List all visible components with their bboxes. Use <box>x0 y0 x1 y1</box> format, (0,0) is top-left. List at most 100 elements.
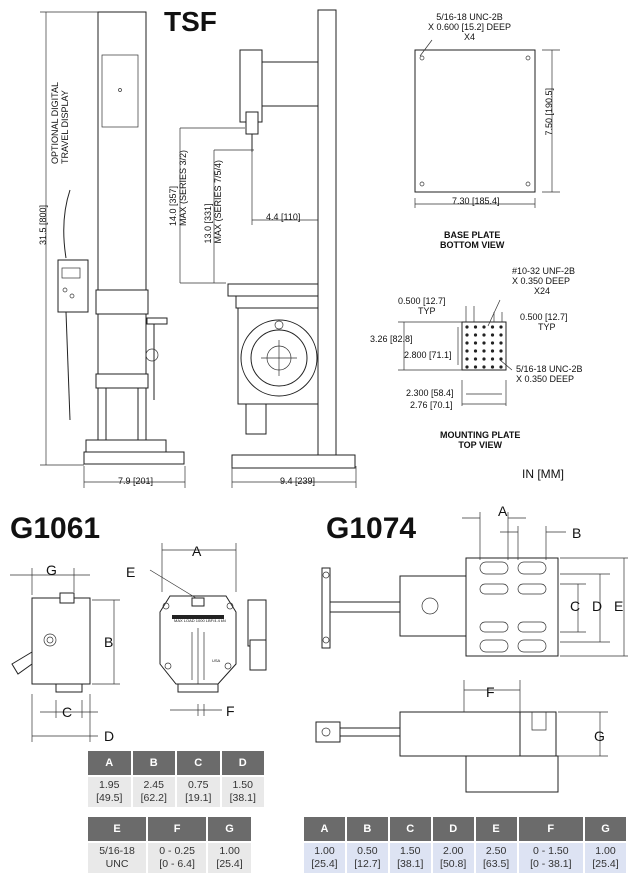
mounting-hole <box>490 325 495 329</box>
g1074-t-cell-f: 0 - 1.50[0 - 38.1] <box>518 843 584 873</box>
mounting-hole <box>499 349 503 353</box>
g1074-t-cell-a: 1.00[25.4] <box>304 843 345 873</box>
g1061-t2-header-g: G <box>208 817 251 841</box>
g1061-t1-cell-b: 2.45[62.2] <box>132 777 175 807</box>
g1074-t-header-f: F <box>518 817 584 841</box>
mounting-hole <box>499 365 503 369</box>
g1074-t-header-c: C <box>389 817 431 841</box>
max-357-dimension: 14.0 [357]MAX (SERIES 3/2) <box>168 150 188 227</box>
mounting-hole <box>465 349 469 353</box>
g1061-t2-header-f: F <box>148 817 207 841</box>
g1061-t1-header-d: D <box>221 751 264 775</box>
g1074-t-cell-b: 0.50[12.7] <box>346 843 388 873</box>
g1061-letter-a: A <box>192 543 202 559</box>
throat-dimension: 4.4 [110] <box>266 212 301 222</box>
mounting-thread-bottom: 5/16-18 UNC-2B X 0.350 DEEP <box>516 364 583 384</box>
mounting-hole <box>473 325 478 329</box>
g1074-t-header-e: E <box>475 817 517 841</box>
mounting-hole <box>465 365 469 369</box>
g1061-letter-e: E <box>126 564 136 580</box>
g1061-t1-cell-d: 1.50[38.1] <box>221 777 264 807</box>
units-label: IN [MM] <box>522 467 564 481</box>
g1061-t1-cell-a: 1.95[49.5] <box>88 777 131 807</box>
g1074-letter-b: B <box>572 525 582 541</box>
g1074-letter-e: E <box>614 598 624 614</box>
g1061-t2-cell-f: 0 - 0.25[0 - 6.4] <box>148 843 207 873</box>
mounting-thread-top: #10-32 UNF-2B X 0.350 DEEP X24 <box>512 266 576 296</box>
mounting-hole <box>490 365 495 369</box>
g1074-t-header-a: A <box>304 817 345 841</box>
tsf-title: TSF <box>164 6 217 37</box>
mounting-hole <box>473 365 478 369</box>
g1074-letter-c: C <box>570 598 581 614</box>
g1061-t2-cell-g: 1.00[25.4] <box>208 843 251 873</box>
g1074-t-header-g: G <box>585 817 626 841</box>
g1061-letter-f: F <box>226 703 235 719</box>
g1074-t-cell-d: 2.00[50.8] <box>432 843 474 873</box>
base-width-dimension: 7.9 [201] <box>118 476 154 486</box>
g1061-usa-text: USA <box>212 658 221 663</box>
base-plate-thread-note: 5/16-18 UNC-2B X 0.600 [15.2] DEEP X4 <box>428 12 512 42</box>
g1074-top-view <box>321 512 628 657</box>
g1061-t1-header-c: C <box>177 751 220 775</box>
g1061-title: G1061 <box>10 512 101 545</box>
g1061-t1-header-a: A <box>88 751 131 775</box>
mounting-hole <box>490 333 495 337</box>
mounting-inner-height: 2.800 [71.1] <box>404 350 452 360</box>
g1061-t1-cell-c: 0.75[19.1] <box>177 777 220 807</box>
mounting-hole <box>473 341 478 345</box>
height-dimension: 31.5 [800] <box>38 205 48 246</box>
g1074-side-view <box>315 680 608 793</box>
mounting-hole <box>482 333 486 337</box>
g1074-t-cell-e: 2.50[63.5] <box>475 843 517 873</box>
mounting-plate-diagram <box>398 299 513 406</box>
mounting-hole <box>499 357 503 361</box>
g1074-t-cell-g: 1.00[25.4] <box>585 843 626 873</box>
mounting-hole <box>499 333 503 337</box>
g1061-side-view <box>10 568 120 742</box>
tsf-side-view <box>179 9 357 488</box>
g1074-t-header-d: D <box>432 817 474 841</box>
mounting-outer-height: 3.26 [82.8] <box>370 334 413 344</box>
mounting-hole <box>499 341 503 345</box>
mounting-hole <box>482 341 486 345</box>
mounting-hole <box>473 349 478 353</box>
mounting-hole <box>499 325 503 329</box>
mounting-hole <box>465 341 469 345</box>
mounting-hole <box>482 325 486 329</box>
mounting-plate-caption: MOUNTING PLATE TOP VIEW <box>440 430 521 450</box>
mounting-hole <box>490 357 495 361</box>
base-plate-width: 7.30 [185.4] <box>452 196 500 206</box>
tsf-front-view <box>40 11 186 488</box>
mounting-hole <box>482 365 486 369</box>
g1074-letter-g: G <box>594 728 605 744</box>
g1061-letter-b: B <box>104 634 114 650</box>
g1074-t-cell-c: 1.50[38.1] <box>389 843 431 873</box>
base-depth-dimension: 9.4 [239] <box>280 476 316 486</box>
mounting-hole <box>490 341 495 345</box>
mounting-hole <box>465 325 469 329</box>
g1074-letter-f: F <box>486 684 495 700</box>
mounting-hole <box>482 349 486 353</box>
g1061-t2-header-e: E <box>88 817 147 841</box>
mounting-typ-right: 0.500 [12.7] TYP <box>520 312 568 332</box>
g1061-letter-g: G <box>46 562 57 578</box>
mounting-hole <box>465 333 469 337</box>
g1074-t-header-b: B <box>346 817 388 841</box>
g1061-plate-text: MAX LOAD 1000 LBF/4.4 kN <box>174 618 226 623</box>
g1061-front-view <box>149 543 267 716</box>
mounting-inner-width: 2.300 [58.4] <box>406 388 454 398</box>
base-plate-diagram <box>414 39 560 208</box>
mounting-typ-left: 0.500 [12.7] TYP <box>398 296 446 316</box>
g1074-letter-d: D <box>592 598 603 614</box>
max-331-dimension: 13.0 [331]MAX (SERIES 7/5/4) <box>203 160 223 244</box>
g1074-title: G1074 <box>326 512 417 545</box>
mounting-hole <box>490 349 495 353</box>
g1061-letter-c: C <box>62 704 73 720</box>
